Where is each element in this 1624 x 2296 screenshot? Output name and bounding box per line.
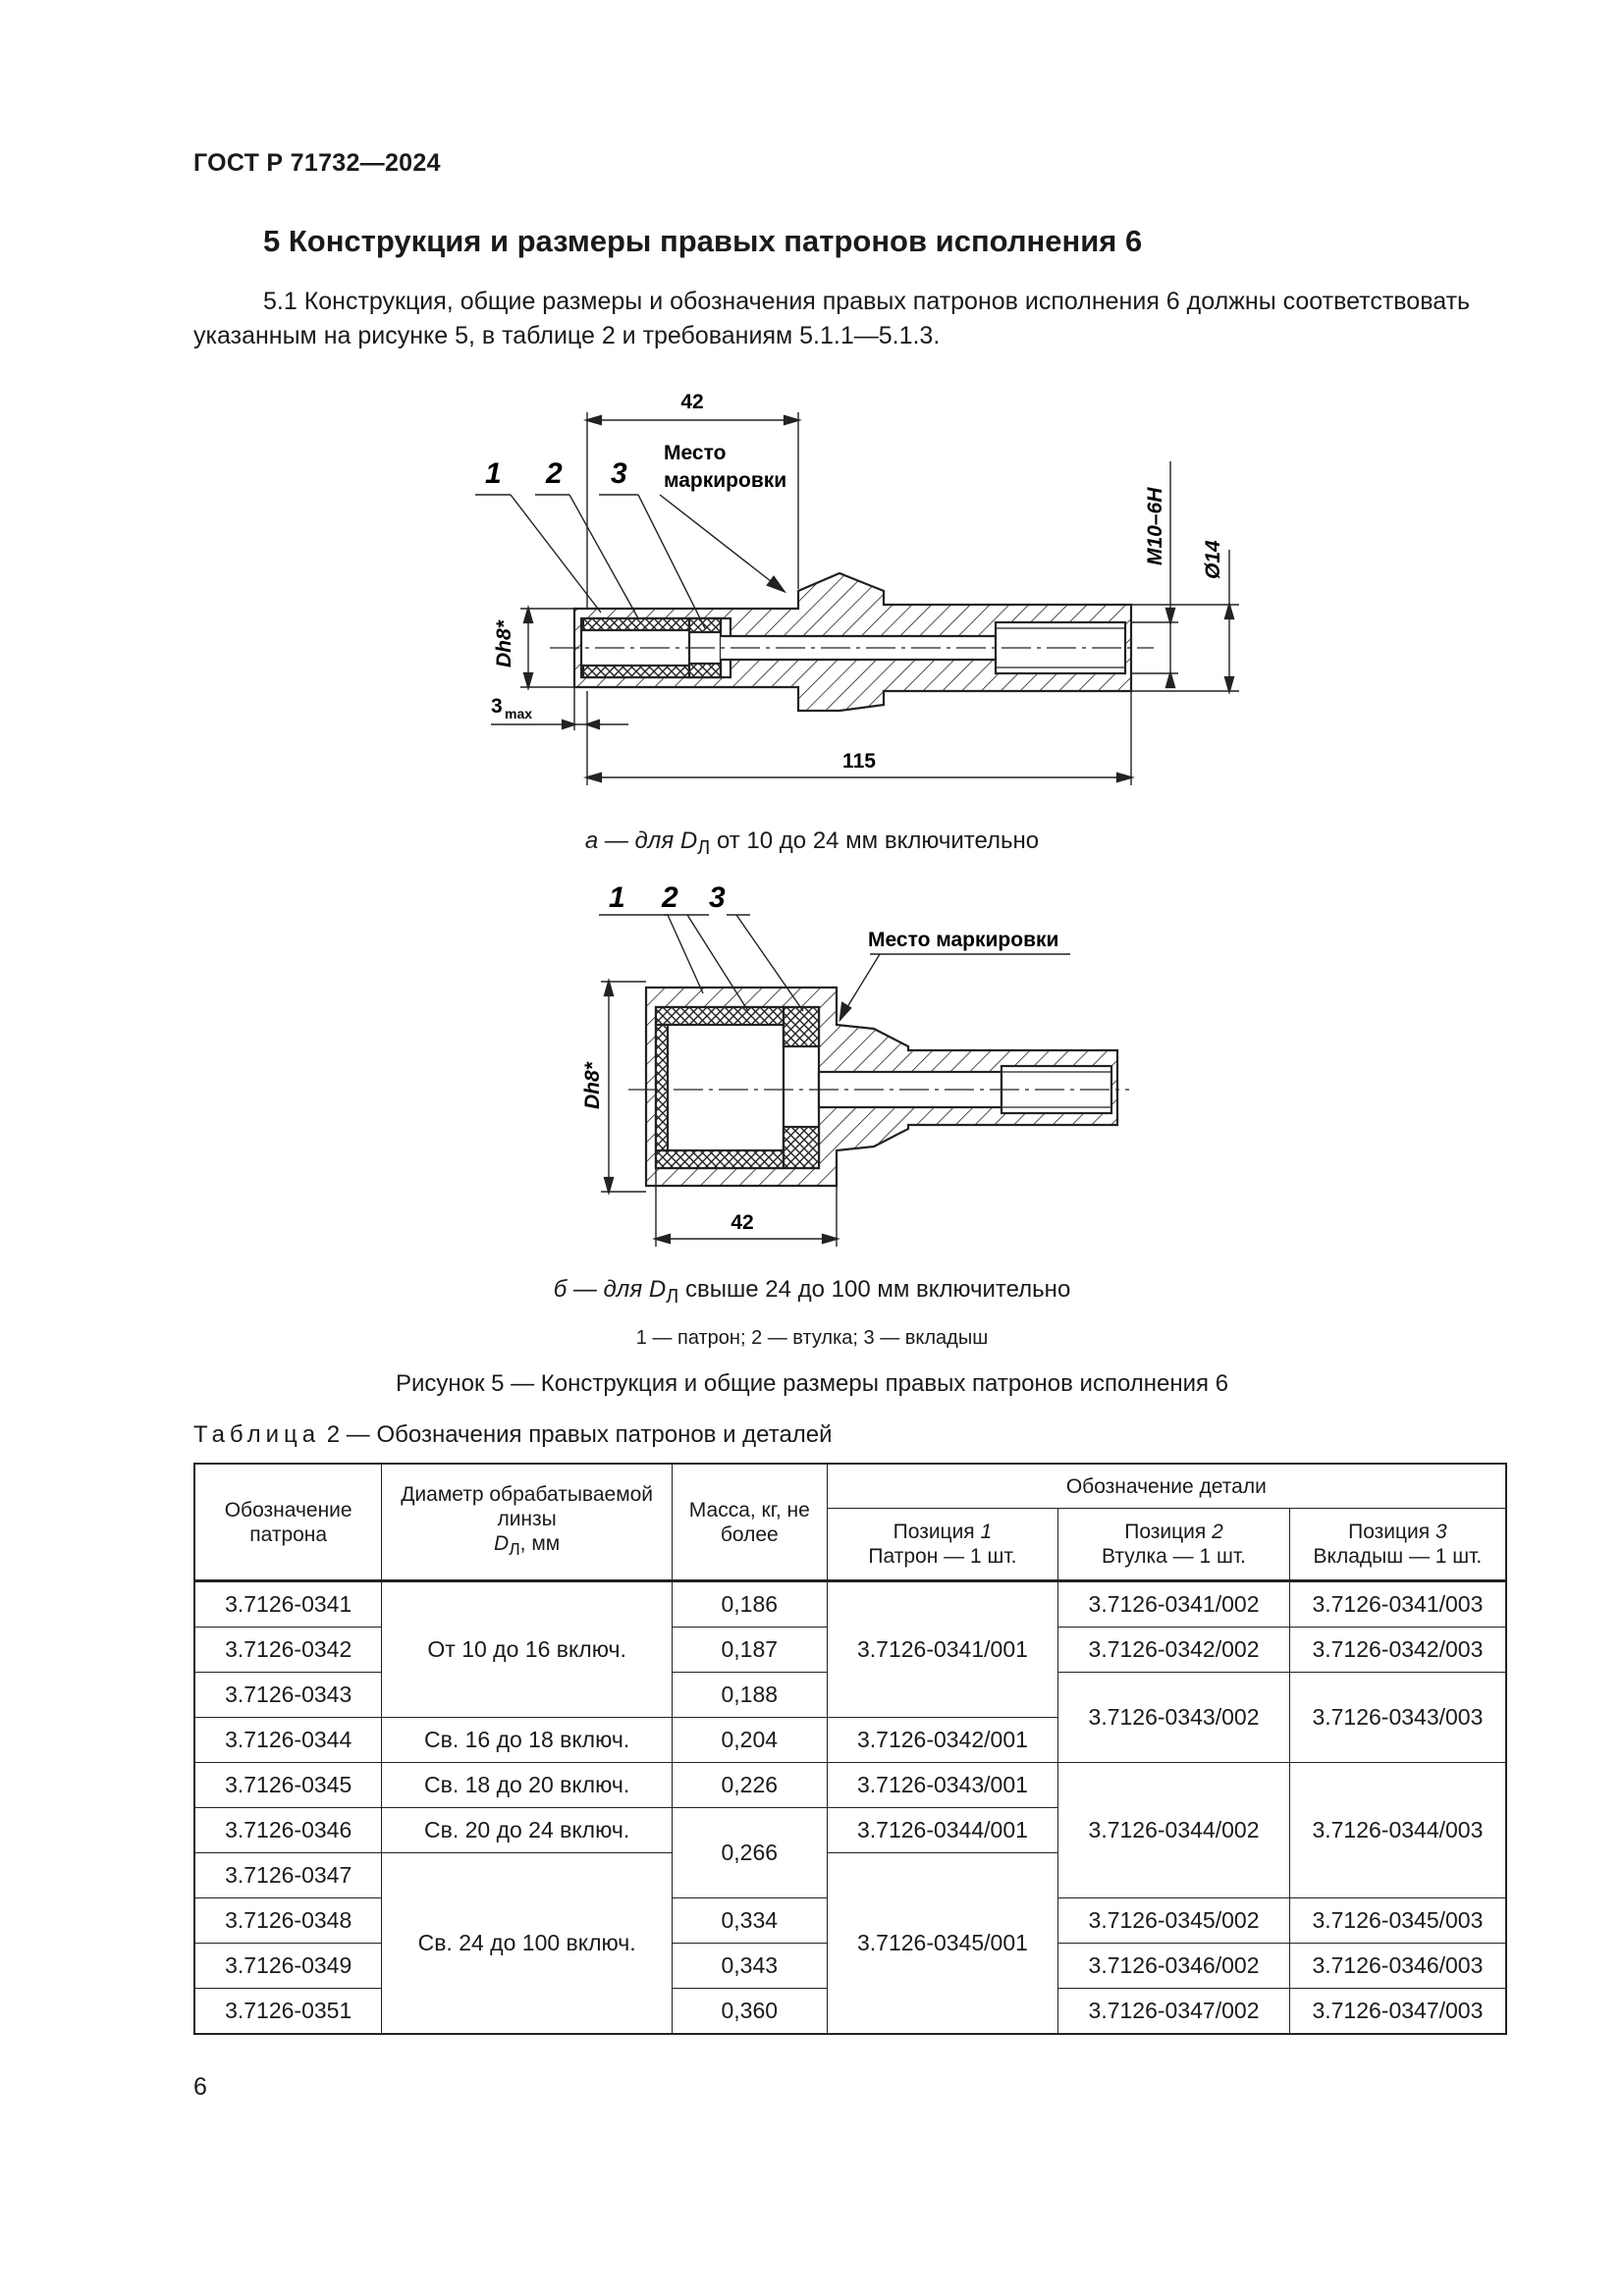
header-mass: Масса, кг, не более [671, 1463, 828, 1581]
cell-pos2: 3.7126-0347/002 [1057, 1988, 1290, 2035]
cell-code: 3.7126-0349 [193, 1943, 383, 1989]
cell-mass: 0,334 [671, 1897, 828, 1944]
cell-code: 3.7126-0345 [193, 1762, 383, 1808]
cell-code: 3.7126-0348 [193, 1897, 383, 1944]
dim-d14: Ø14 [1202, 540, 1224, 579]
cell-pos1: 3.7126-0343/001 [826, 1762, 1059, 1808]
figure-caption: Рисунок 5 — Конструкция и общие размеры … [395, 1370, 1229, 1397]
cell-mass: 0,343 [671, 1943, 828, 1989]
cell-mass: 0,360 [671, 1988, 828, 2035]
cell-code: 3.7126-0343 [193, 1672, 383, 1718]
cell-pos3: 3.7126-0341/003 [1288, 1580, 1507, 1628]
cell-diameter: Св. 20 до 24 включ. [381, 1807, 673, 1853]
cell-pos3: 3.7126-0345/003 [1288, 1897, 1507, 1944]
table-row: 3.7126-0345 Св. 18 до 20 включ. 0,226 3.… [193, 1762, 1507, 1898]
dim-dh8-a: Dh8* [493, 619, 515, 667]
header-designation: Обозначение патрона [193, 1463, 383, 1581]
table-row: 3.7126-0349 0,343 3.7126-0346/002 3.7126… [193, 1943, 1507, 1989]
page-number: 6 [193, 2073, 207, 2101]
cell-mass: 0,266 [671, 1807, 828, 1898]
cell-mass: 0,188 [671, 1672, 828, 1718]
table-row: 3.7126-0341 От 10 до 16 включ. 0,186 3.7… [193, 1580, 1507, 1718]
cell-pos3: 3.7126-0342/003 [1288, 1627, 1507, 1673]
cell-diameter: Св. 16 до 18 включ. [381, 1717, 673, 1763]
cell-code: 3.7126-0341 [193, 1580, 383, 1628]
cell-pos2: 3.7126-0345/002 [1057, 1897, 1290, 1944]
dim-42-a: 42 [680, 391, 703, 413]
dim-42-b: 42 [731, 1211, 753, 1234]
sleeve-b [654, 1005, 785, 1027]
header-parts: Обозначение детали [826, 1463, 1507, 1509]
cell-diameter: От 10 до 16 включ. [381, 1580, 673, 1718]
cell-code: 3.7126-0342 [193, 1627, 383, 1673]
table-row: 3.7126-0342 0,187 3.7126-0342/002 3.7126… [193, 1627, 1507, 1673]
cell-pos2: 3.7126-0346/002 [1057, 1943, 1290, 1989]
cell-code: 3.7126-0347 [193, 1852, 383, 1898]
cell-pos2: 3.7126-0342/002 [1057, 1627, 1290, 1673]
designations-table: Обозначение патрона Диаметр обрабатываем… [193, 1463, 1507, 2035]
cell-pos2: 3.7126-0341/002 [1057, 1580, 1290, 1628]
sleeve-a [581, 616, 691, 632]
pos-1-a: 1 [485, 457, 502, 490]
pos-2-b: 2 [661, 881, 678, 914]
pos-2-a: 2 [545, 457, 563, 490]
cell-pos3: 3.7126-0346/003 [1288, 1943, 1507, 1989]
cavity-b [654, 1005, 785, 1170]
pos-3-a: 3 [611, 457, 627, 490]
cell-diameter: Св. 18 до 20 включ. [381, 1762, 673, 1808]
cell-mass: 0,204 [671, 1717, 828, 1763]
dim-dh8-b: Dh8* [581, 1061, 604, 1109]
cell-pos2: 3.7126-0344/002 [1057, 1762, 1290, 1898]
marking-label-b: Место маркировки [868, 929, 1058, 951]
dim-3max: 3 [491, 695, 503, 718]
caption-b: б — для DЛ свыше 24 до 100 мм включитель… [553, 1276, 1071, 1308]
figure-a [475, 412, 1239, 785]
section-title: 5 Конструкция и размеры правых патронов … [263, 224, 1143, 258]
document-header: ГОСТ Р 71732—2024 [193, 149, 441, 177]
cell-pos3: 3.7126-0347/003 [1288, 1988, 1507, 2035]
figure-legend: 1 — патрон; 2 — втулка; 3 — вкладыш [635, 1327, 989, 1349]
cell-code: 3.7126-0346 [193, 1807, 383, 1853]
table-title: Таблица 2 — Обозначения правых патронов … [193, 1421, 833, 1448]
dim-115: 115 [842, 750, 876, 773]
cell-pos1: 3.7126-0345/001 [826, 1852, 1059, 2035]
cell-mass: 0,226 [671, 1762, 828, 1808]
table-row: 3.7126-0351 0,360 3.7126-0347/002 3.7126… [193, 1988, 1507, 2035]
cell-pos1: 3.7126-0342/001 [826, 1717, 1059, 1763]
marking-label-a-1: Место [664, 442, 726, 464]
cell-code: 3.7126-0351 [193, 1988, 383, 2035]
cell-pos2: 3.7126-0343/002 [1057, 1672, 1290, 1763]
cell-mass: 0,187 [671, 1627, 828, 1673]
paragraph-5-1: 5.1 Конструкция, общие размеры и обознач… [193, 288, 1471, 349]
figure-5-drawings: 42 115 1 2 3 Место маркировки Dh8* 3 max… [475, 391, 1239, 1247]
dim-m10: M10–6H [1144, 487, 1166, 565]
table-row: 3.7126-0347 Св. 24 до 100 включ. 3.7126-… [193, 1852, 1506, 2035]
caption-a: а — для DЛ от 10 до 24 мм включительно [584, 828, 1040, 859]
figure-b [599, 914, 1129, 1247]
cell-pos3: 3.7126-0343/003 [1288, 1672, 1507, 1763]
cell-diameter: Св. 24 до 100 включ. [381, 1852, 673, 2035]
cell-pos3: 3.7126-0344/003 [1288, 1762, 1507, 1898]
pos-1-b: 1 [609, 881, 625, 914]
cell-pos1: 3.7126-0341/001 [826, 1580, 1059, 1718]
dim-3max-sub: max [505, 706, 532, 721]
cell-code: 3.7126-0344 [193, 1717, 383, 1763]
marking-label-a-2: маркировки [664, 469, 786, 492]
cell-mass: 0,186 [671, 1580, 828, 1628]
cell-pos1: 3.7126-0344/001 [826, 1807, 1059, 1853]
pos-3-b: 3 [709, 881, 726, 914]
